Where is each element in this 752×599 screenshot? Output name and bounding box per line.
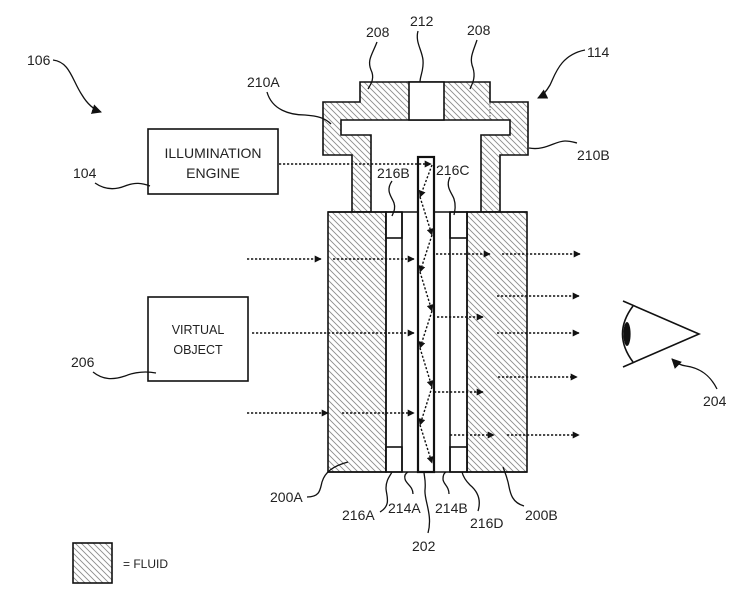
leader-202 bbox=[423, 471, 431, 534]
tir-ray-segment bbox=[419, 271, 434, 312]
leader-104 bbox=[94, 182, 151, 190]
label-212: 212 bbox=[410, 13, 434, 29]
tir-ray-segment bbox=[418, 164, 433, 198]
spacer-216d bbox=[449, 446, 468, 473]
cap-assembly bbox=[322, 81, 529, 213]
label-202: 202 bbox=[412, 538, 436, 554]
spacer-216c bbox=[449, 211, 468, 239]
virtual-object-text-line2: OBJECT bbox=[173, 343, 223, 357]
reference-labels: 106 104 206 210A 208 212 208 114 210B 21… bbox=[27, 13, 727, 554]
tir-zigzag bbox=[418, 164, 434, 464]
label-104: 104 bbox=[73, 165, 97, 181]
virtual-object-text-line1: VIRTUAL bbox=[172, 323, 225, 337]
leader-212 bbox=[416, 30, 424, 83]
fluid-layer-200a bbox=[327, 211, 387, 473]
output-rays bbox=[434, 250, 581, 439]
label-216c: 216C bbox=[436, 162, 469, 178]
cap-body-fluid bbox=[322, 81, 529, 213]
leader-200b bbox=[502, 466, 525, 507]
eyepiece-stack bbox=[327, 155, 528, 474]
fluid-layer-200b bbox=[466, 211, 528, 473]
eye-pupil bbox=[623, 322, 631, 346]
world-light-rays bbox=[247, 255, 415, 417]
label-206: 206 bbox=[71, 354, 95, 370]
illumination-engine-box bbox=[147, 128, 279, 195]
leader-208-right bbox=[469, 39, 478, 90]
label-208-right: 208 bbox=[467, 22, 491, 38]
label-216b: 216B bbox=[377, 165, 410, 181]
leader-206 bbox=[92, 371, 157, 380]
illumination-engine: ILLUMINATION ENGINE bbox=[147, 128, 279, 195]
eye-icon bbox=[621, 300, 702, 368]
tir-ray-segment bbox=[418, 386, 433, 426]
label-214b: 214B bbox=[435, 500, 468, 516]
label-200a: 200A bbox=[270, 489, 303, 505]
tir-ray-segment bbox=[418, 310, 433, 349]
leader-114 bbox=[537, 49, 586, 99]
virtual-object: VIRTUAL OBJECT bbox=[147, 296, 249, 382]
opening-212 bbox=[408, 81, 445, 121]
label-200b: 200B bbox=[525, 507, 558, 523]
illumination-engine-text-line2: ENGINE bbox=[186, 165, 240, 181]
eye-cornea bbox=[621, 305, 634, 363]
leader-200a bbox=[306, 461, 349, 498]
label-208-left: 208 bbox=[366, 24, 390, 40]
legend: = FLUID bbox=[72, 542, 168, 584]
leader-216d bbox=[461, 471, 480, 512]
tir-ray-segment bbox=[419, 424, 434, 464]
waveguide-202 bbox=[416, 155, 436, 474]
virtual-object-box bbox=[147, 296, 249, 382]
leader-204 bbox=[671, 358, 718, 390]
label-114: 114 bbox=[587, 44, 610, 60]
leader-lines bbox=[52, 30, 718, 534]
legend-fluid-text: = FLUID bbox=[123, 557, 168, 571]
tir-ray-segment bbox=[419, 347, 434, 388]
illumination-engine-text-line1: ILLUMINATION bbox=[165, 145, 262, 161]
legend-fluid-swatch bbox=[72, 542, 113, 584]
leader-214a bbox=[404, 471, 414, 495]
label-204: 204 bbox=[703, 393, 727, 409]
leader-214b bbox=[442, 471, 450, 495]
spacer-216a bbox=[385, 446, 403, 473]
tir-ray-segment bbox=[419, 196, 434, 236]
leader-210b bbox=[528, 140, 578, 150]
label-216d: 216D bbox=[470, 515, 503, 531]
spacer-216b bbox=[385, 211, 403, 239]
leader-216a bbox=[379, 471, 393, 513]
leader-216c bbox=[447, 176, 456, 216]
leader-216b bbox=[388, 180, 396, 217]
label-210b: 210B bbox=[577, 147, 610, 163]
leader-106 bbox=[52, 59, 102, 114]
label-210a: 210A bbox=[247, 74, 280, 90]
leader-210a bbox=[266, 91, 332, 125]
label-216a: 216A bbox=[342, 507, 375, 523]
label-214a: 214A bbox=[388, 500, 421, 516]
label-106: 106 bbox=[27, 52, 51, 68]
leader-208-left bbox=[367, 41, 378, 90]
tir-ray-segment bbox=[418, 234, 433, 273]
eye-lid-lines bbox=[622, 300, 702, 368]
